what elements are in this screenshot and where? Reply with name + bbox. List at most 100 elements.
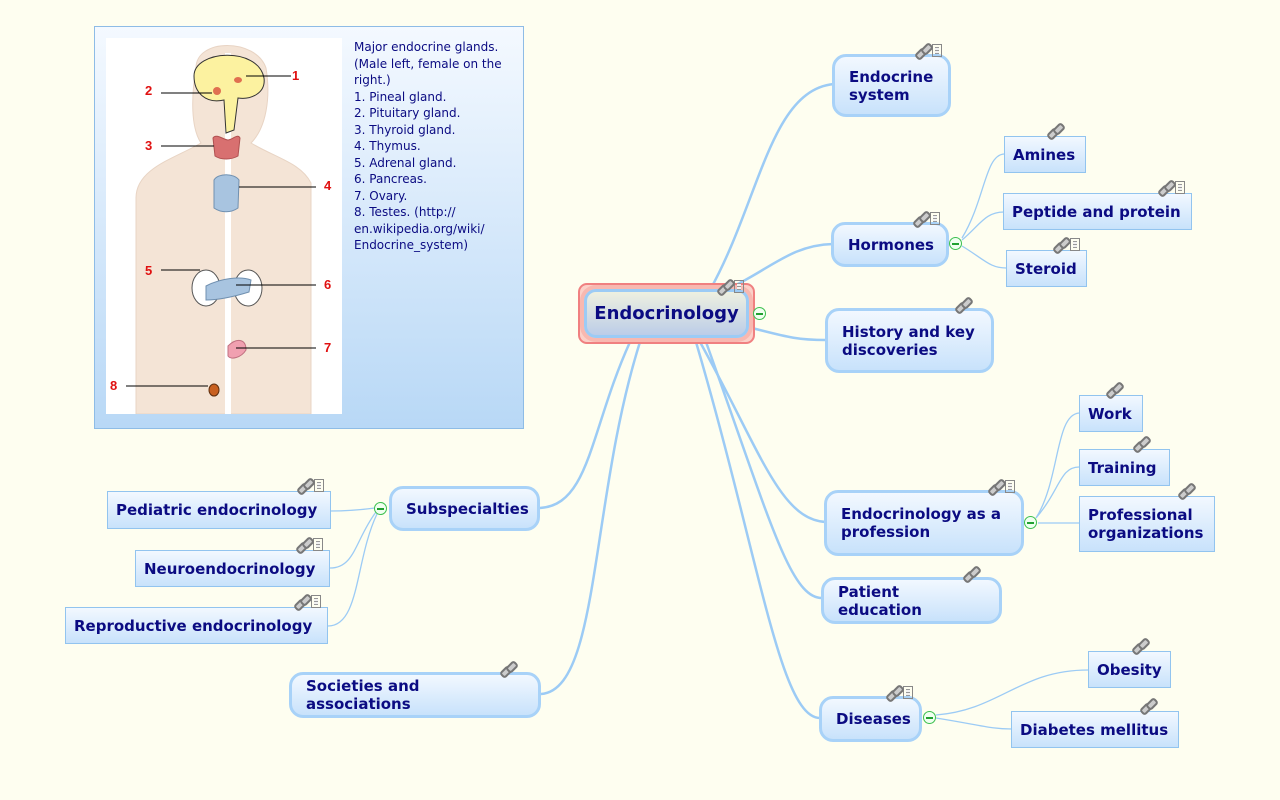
note-icon[interactable] (903, 686, 913, 699)
link-icon[interactable] (915, 44, 931, 58)
topic-label: Subspecialties (406, 499, 529, 518)
connector-obesity (935, 669, 1089, 716)
hormones-collapse-toggle[interactable] (949, 237, 962, 250)
topic-endocrine-system[interactable]: Endocrine system (832, 44, 951, 117)
topic-label: Amines (1013, 145, 1076, 164)
subtopic-diabetes-mellitus[interactable]: Diabetes mellitus (1011, 711, 1179, 748)
link-icon[interactable] (297, 479, 313, 493)
root-topic[interactable]: Endocrinology (584, 280, 749, 338)
subtopic-steroid[interactable]: Steroid (1006, 238, 1087, 287)
link-icon[interactable] (500, 662, 516, 676)
figure-label-8: 8 (110, 378, 118, 393)
subtopic-professional-organizations[interactable]: Professional organizations (1079, 496, 1215, 552)
note-icon[interactable] (734, 280, 744, 293)
connector-endocrine-system (708, 82, 835, 291)
link-icon[interactable] (1053, 238, 1069, 252)
topic-endocrinology-as-a-profession[interactable]: Endocrinology as a profession (824, 480, 1024, 556)
subtopic-work[interactable]: Work (1079, 395, 1143, 432)
topic-label: Obesity (1097, 660, 1162, 679)
note-icon[interactable] (932, 44, 942, 57)
subtopic-amines[interactable]: Amines (1004, 136, 1086, 173)
connector-diabetes (935, 717, 1013, 730)
link-icon[interactable] (296, 538, 312, 552)
midline-divider (225, 53, 231, 414)
figure-label-1: 1 (292, 68, 300, 83)
link-icon[interactable] (1140, 699, 1156, 713)
link-icon[interactable] (913, 212, 929, 226)
topic-label: Patient education (838, 582, 922, 619)
note-icon[interactable] (314, 479, 324, 492)
image-caption: Major endocrine glands. (Male left, fema… (354, 40, 502, 252)
topic-label: Professional organizations (1088, 506, 1204, 542)
body-silhouette (135, 45, 312, 414)
connector-neuro (329, 511, 377, 569)
connector-peptide (961, 211, 1005, 241)
pineal-gland (234, 77, 242, 83)
link-icon[interactable] (886, 686, 902, 700)
testis (208, 383, 220, 397)
note-icon[interactable] (313, 538, 323, 551)
figure-label-7: 7 (324, 340, 332, 355)
topic-hormones[interactable]: Hormones (831, 212, 949, 267)
link-icon[interactable] (1158, 181, 1174, 195)
connector-reproductive (327, 513, 378, 627)
link-icon[interactable] (294, 595, 310, 609)
thyroid-gland (212, 135, 241, 160)
link-icon[interactable] (955, 298, 971, 312)
topic-societies-and-associations[interactable]: Societies and associations (289, 672, 541, 718)
note-icon[interactable] (1175, 181, 1185, 194)
profession-collapse-toggle[interactable] (1024, 516, 1037, 529)
topic-label: History and key discoveries (842, 322, 975, 359)
subtopic-neuroendocrinology[interactable]: Neuroendocrinology (135, 538, 330, 587)
topic-label: Diabetes mellitus (1020, 720, 1169, 739)
connector-steroid (961, 245, 1007, 269)
topic-label: Diseases (836, 710, 911, 728)
link-icon[interactable] (1133, 437, 1149, 451)
link-icon[interactable] (963, 567, 979, 581)
thymus (213, 174, 240, 213)
root-label: Endocrinology (594, 302, 739, 324)
subtopic-obesity[interactable]: Obesity (1088, 651, 1171, 688)
note-icon[interactable] (1005, 480, 1015, 493)
figure-label-6: 6 (324, 277, 332, 292)
topic-subspecialties[interactable]: Subspecialties (389, 486, 540, 531)
link-icon[interactable] (1178, 484, 1194, 498)
connector-patient-education (704, 341, 823, 600)
connector-subspecialties (539, 341, 632, 510)
subspecialties-collapse-toggle[interactable] (374, 502, 387, 515)
connector-pediatric (329, 507, 376, 512)
link-icon[interactable] (717, 280, 733, 294)
topic-patient-education[interactable]: Patient education (821, 577, 1002, 624)
root-collapse-toggle[interactable] (753, 307, 766, 320)
image-topic-endocrine-glands[interactable]: 1 2 3 4 5 6 7 8 Major endocrine glands. … (94, 26, 524, 429)
note-icon[interactable] (1070, 238, 1080, 251)
connector-training (1035, 466, 1080, 519)
note-icon[interactable] (311, 595, 321, 608)
link-icon[interactable] (1132, 639, 1148, 653)
pancreas (205, 277, 252, 301)
note-icon[interactable] (930, 212, 940, 225)
brain-shape (193, 54, 265, 134)
link-icon[interactable] (988, 480, 1004, 494)
subtopic-peptide-and-protein[interactable]: Peptide and protein (1003, 181, 1192, 230)
subtopic-reproductive-endocrinology[interactable]: Reproductive endocrinology (65, 595, 328, 644)
topic-label: Peptide and protein (1012, 202, 1181, 221)
topic-diseases[interactable]: Diseases (819, 686, 922, 742)
figure-label-4: 4 (324, 178, 332, 193)
topic-label: Endocrinology as a profession (841, 505, 1001, 541)
topic-label: Hormones (848, 235, 934, 254)
endocrine-glands-illustration (106, 38, 342, 414)
topic-history-and-key-discoveries[interactable]: History and key discoveries (825, 308, 994, 373)
topic-label: Pediatric endocrinology (116, 501, 318, 519)
topic-label: Reproductive endocrinology (74, 616, 313, 635)
link-icon[interactable] (1106, 383, 1122, 397)
connector-work (1035, 412, 1080, 519)
subtopic-training[interactable]: Training (1079, 449, 1170, 486)
link-icon[interactable] (1047, 124, 1063, 138)
figure-label-2: 2 (145, 83, 153, 98)
figure-label-3: 3 (145, 138, 153, 153)
diseases-collapse-toggle[interactable] (923, 711, 936, 724)
subtopic-pediatric-endocrinology[interactable]: Pediatric endocrinology (107, 479, 331, 529)
connector-amines (961, 153, 1005, 239)
